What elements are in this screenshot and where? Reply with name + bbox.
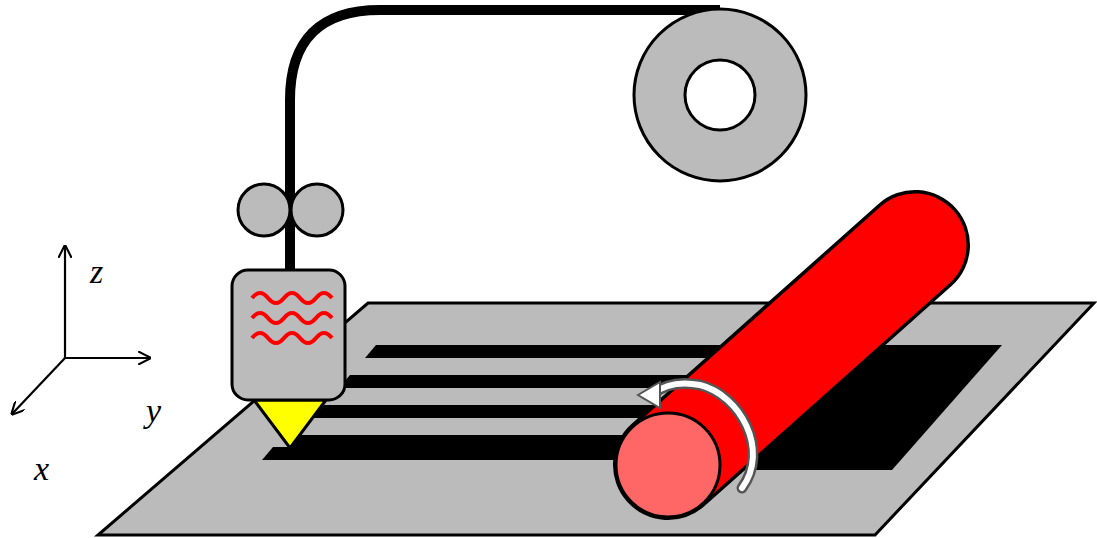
nozzle — [254, 400, 326, 448]
heater — [252, 293, 332, 343]
feed-roller — [291, 184, 343, 236]
axis-label: z — [90, 255, 103, 289]
axis-label: x — [34, 452, 49, 486]
stripe — [262, 447, 640, 460]
spool — [634, 9, 806, 181]
roller-end — [616, 413, 720, 517]
feed-roller — [238, 184, 290, 236]
axis-label: y — [146, 394, 161, 428]
rotation-arrow — [638, 382, 753, 488]
hot-end — [232, 270, 345, 400]
stripe — [365, 345, 720, 358]
spool-hub — [685, 60, 755, 130]
axes — [12, 246, 150, 414]
